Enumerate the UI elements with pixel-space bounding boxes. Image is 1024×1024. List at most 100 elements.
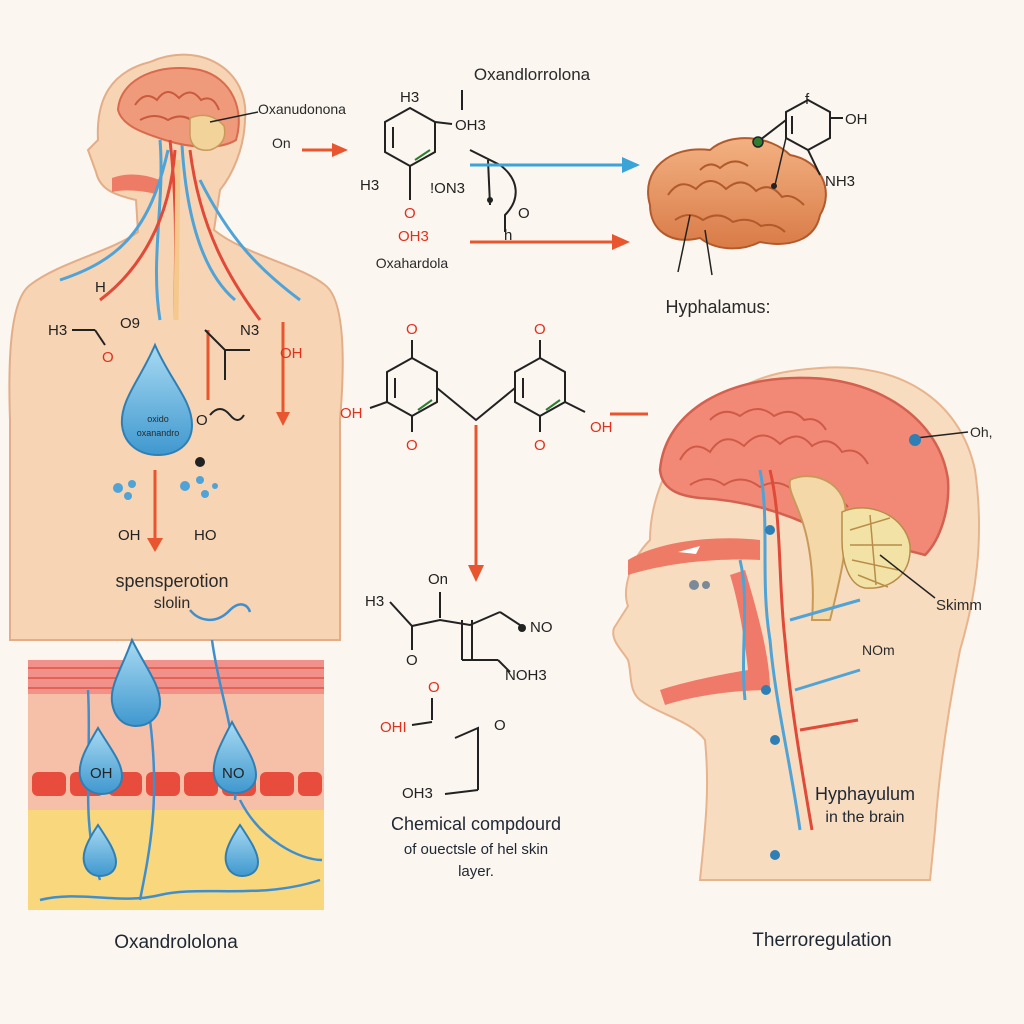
sweat-drop (120, 342, 194, 457)
head-vessels (738, 469, 861, 831)
top-compound: Oxandlorrolona H3 OH3 H3 !ON3 O OH3 O h … (360, 65, 591, 271)
brain-illustration (647, 137, 827, 276)
nasal-highlight (678, 546, 700, 554)
top-chem-oh3-b: OH3 (398, 228, 429, 245)
top-chem-oh3-a: OH3 (455, 117, 486, 134)
right-caption: Therroregulation (752, 930, 891, 951)
mid-caption-3: layer. (458, 863, 494, 880)
brain-label: Hyphalamus: (665, 297, 770, 317)
body-silhouette (8, 53, 344, 641)
body-brain-leader (209, 111, 259, 123)
brain-leader-1 (677, 214, 691, 273)
body-chem-oh-low: OH (118, 527, 141, 544)
skin-drop-1 (110, 637, 162, 728)
mid-chem-o4: O (534, 437, 546, 454)
body-arrow-3-head (147, 538, 163, 552)
brain-chem-nh3: NH3 (825, 173, 855, 190)
lower-compound: On H3 O NO NOH3 O OHI O OH3 (365, 571, 553, 802)
skin-chem-no: NO (222, 765, 245, 782)
body-brain-label-1: Oxanudonona (258, 101, 346, 117)
red-cell-rows (32, 772, 322, 796)
arrow-down-mid-head (468, 565, 484, 582)
top-chem-h3-b: H3 (360, 177, 379, 194)
vessel-node-2 (761, 685, 771, 695)
human-body-figure: H H3 O9 O N3 OH O oxido oxanandro OH HO … (8, 53, 344, 641)
skin-chem-oh: OH (90, 765, 113, 782)
low-chem-nh3: NOH3 (505, 667, 547, 684)
vessel-node-3 (770, 735, 780, 745)
vessel-node-4 (770, 850, 780, 860)
low-chem-o1: O (406, 652, 418, 669)
low-chem-h3: H3 (365, 593, 384, 610)
head-caption-1: Hyphayulum (815, 784, 915, 804)
nasal-cavity (628, 538, 760, 575)
mid-chem-oh2: OH (590, 419, 613, 436)
mid-caption-2: of ouectsle of hel skin (404, 841, 548, 858)
sweat-label-1: spensperotion (115, 571, 228, 591)
low-chem-ohi: OHI (380, 719, 407, 736)
head-profile (612, 366, 981, 881)
brain-stem (788, 475, 848, 621)
low-chem-no: NO (530, 619, 553, 636)
head-label-nom: NOm (862, 642, 895, 658)
cerebellum-lines (849, 514, 902, 588)
body-chem-ho-low: HO (194, 527, 217, 544)
brain-chem-f: f (805, 91, 810, 108)
body-chem-o2: O (196, 412, 208, 429)
mouth-tongue (112, 174, 160, 194)
brain-shape (647, 137, 827, 250)
low-chem-oh3: OH3 (402, 785, 433, 802)
low-chem-on: On (428, 571, 448, 588)
arrow-blue-to-brain-head (622, 157, 640, 173)
skin-drop-4 (82, 823, 118, 878)
body-chem-h: H (95, 279, 106, 296)
spine-column (173, 159, 181, 321)
middle-compound: O O OH OH O O (340, 321, 613, 454)
brain-side-compound: f OH NH3 (752, 91, 868, 190)
brain-chem-oh: OH (845, 111, 868, 128)
body-chem-h3: H3 (48, 322, 67, 339)
body-arrow-2-head (276, 412, 290, 426)
mid-caption-1: Chemical compdourd (391, 814, 561, 834)
top-compound-sub: Oxahardola (376, 255, 449, 271)
skin-drop-2 (78, 726, 124, 796)
body-chem-oh: OH (280, 345, 303, 362)
mid-chem-o2: O (534, 321, 546, 338)
skin-drop-3 (212, 719, 258, 795)
top-chem-o-small: O (518, 205, 530, 222)
left-caption: Oxandrololona (114, 932, 238, 953)
top-chem-non3: !ON3 (430, 180, 465, 197)
mid-chem-o1: O (406, 321, 418, 338)
skin-leader (879, 554, 936, 599)
cerebellum (189, 114, 226, 151)
eye-node-2 (702, 581, 710, 589)
body-chem-o: O (102, 349, 114, 366)
head-caption-2: in the brain (825, 809, 904, 826)
brain-leader-2 (704, 229, 713, 276)
oh-leader (915, 431, 969, 439)
mid-chem-o3: O (406, 437, 418, 454)
brain-gyri (667, 160, 805, 233)
arrow-red-to-brain-head (612, 234, 630, 250)
low-chem-o2: O (428, 679, 440, 696)
head-label-oh: Oh, (970, 424, 993, 440)
mid-chem-oh1: OH (340, 405, 363, 422)
vessel-node-1 (765, 525, 775, 535)
body-chem-n3: N3 (240, 322, 259, 339)
sweat-drop-text-2: oxanandro (137, 428, 180, 438)
body-chem-o9: O9 (120, 315, 140, 332)
top-compound-title: Oxandlorrolona (474, 65, 591, 84)
body-brain-label-2: On (272, 135, 291, 151)
top-chem-h-small: h (504, 227, 512, 244)
sweat-drop-text-1: oxido (147, 414, 169, 424)
skin-cross-section: OH NO (28, 603, 324, 910)
top-chem-h3-a: H3 (400, 89, 419, 106)
arrow-body-to-compound-head (332, 143, 348, 157)
eye-node (689, 580, 699, 590)
top-chem-o: O (404, 205, 416, 222)
body-chem-fragment: H H3 O9 O N3 OH O (48, 279, 303, 467)
sweat-label-2: slolin (154, 595, 190, 612)
skin-drop-5 (224, 823, 260, 878)
low-chem-o3: O (494, 717, 506, 734)
